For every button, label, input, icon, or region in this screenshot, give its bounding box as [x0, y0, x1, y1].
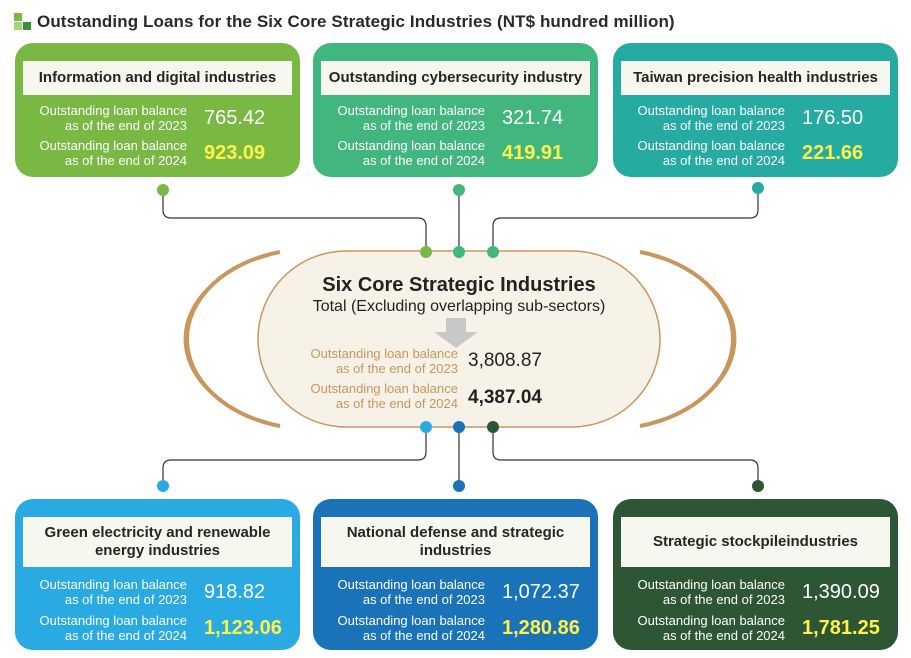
loan-value-2024: 419.91 — [502, 142, 564, 164]
connector-lines — [162, 190, 759, 486]
title-squares-icon — [14, 13, 32, 31]
loan-value-2023: 918.82 — [204, 581, 266, 603]
industry-card-national-defense: National defense and strategic industrie… — [313, 499, 598, 650]
loan-value-2024: 923.09 — [204, 142, 266, 164]
card-title: Green electricity and renewable energy i… — [23, 517, 292, 567]
connector-dots — [157, 182, 764, 492]
loan-value-2024: 1,123.06 — [204, 617, 282, 639]
industry-card-green-electricity: Green electricity and renewable energy i… — [15, 499, 300, 650]
down-arrow-icon — [434, 318, 478, 348]
center-heading: Six Core Strategic Industries — [322, 274, 596, 296]
industry-card-information-digital: Information and digital industries Outst… — [15, 43, 300, 177]
card-title: Strategic stockpileindustries — [621, 517, 890, 567]
loan-value-2023: 1,072.37 — [502, 581, 580, 603]
loan-value-2024: 1,781.25 — [802, 617, 880, 639]
loan-value-2023: 765.42 — [204, 107, 266, 129]
loan-value-2023: 321.74 — [502, 107, 564, 129]
card-title: Outstanding cybersecurity industry — [321, 61, 590, 95]
card-title: Taiwan precision health industries — [621, 61, 890, 95]
title-row: Outstanding Loans for the Six Core Strat… — [14, 9, 675, 35]
loan-value-2023: 1,390.09 — [802, 581, 880, 603]
card-title: Information and digital industries — [23, 61, 292, 95]
page-title: Outstanding Loans for the Six Core Strat… — [37, 12, 675, 31]
loan-value-2024: 221.66 — [802, 142, 864, 164]
loan-value-2023: 176.50 — [802, 107, 864, 129]
loan-value-2024: 1,280.86 — [502, 617, 580, 639]
card-title: National defense and strategic industrie… — [321, 517, 590, 567]
center-value-2024: 4,387.04 — [468, 387, 542, 408]
industry-card-cybersecurity: Outstanding cybersecurity industry Outst… — [313, 43, 598, 177]
center-value-2023: 3,808.87 — [468, 350, 542, 371]
center-subheading: Total (Excluding overlapping sub-sectors… — [312, 298, 606, 315]
industry-card-strategic-stockpile: Strategic stockpileindustries Outstandin… — [613, 499, 898, 650]
industry-card-precision-health: Taiwan precision health industries Outst… — [613, 43, 898, 177]
